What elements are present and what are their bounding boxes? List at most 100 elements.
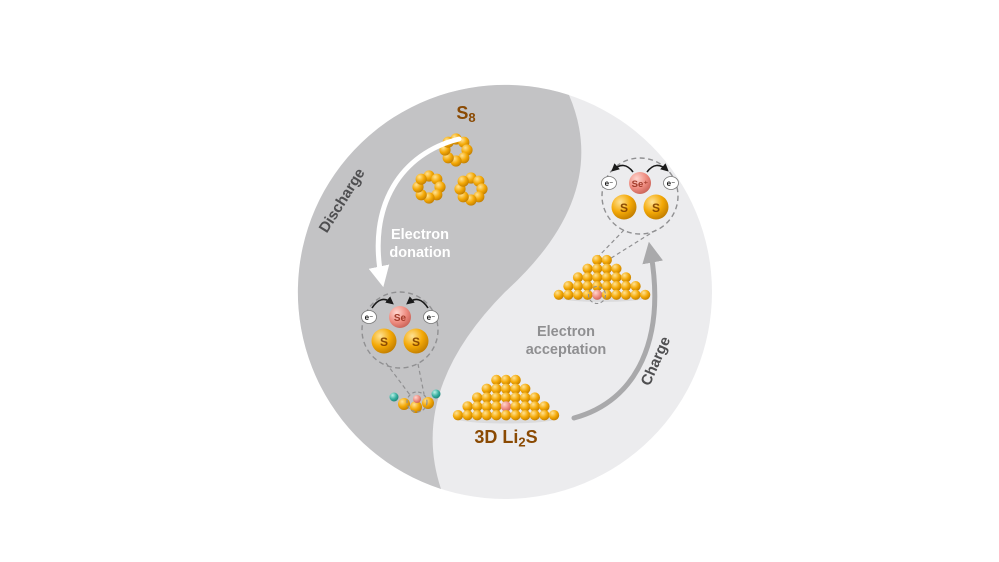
sulfide-atom: [510, 401, 521, 412]
sulfide-atom: [529, 410, 540, 421]
sulfide-atom: [611, 289, 622, 300]
sulfide-atom: [462, 401, 473, 412]
s8-label: S8: [456, 103, 475, 125]
callout-line: [417, 363, 425, 395]
sulfur-atom: [398, 398, 410, 410]
selenium-dopant-atom: [500, 401, 512, 412]
sulfide-atom: [510, 383, 521, 394]
sulfide-atom: [601, 289, 612, 300]
sulfide-atom: [520, 410, 531, 421]
sulfide-atom: [601, 281, 612, 292]
sulfur-atom: [403, 328, 429, 354]
sulfur-atom: [371, 328, 397, 354]
electron-donation-line1: Electron: [391, 227, 449, 243]
sulfide-atom: [553, 289, 564, 300]
sulfide-atom: [520, 401, 531, 412]
magnifier-circle: [361, 291, 439, 369]
sulfide-atom: [620, 272, 632, 283]
sulfide-atom: [520, 392, 531, 403]
sulfide-atom: [582, 263, 593, 274]
electron-acceptation-line1: Electron: [537, 324, 595, 340]
sulfide-atom: [582, 272, 593, 283]
sulfide-atom: [592, 281, 603, 292]
sulfide-atom: [572, 272, 584, 283]
sulfide-atom: [491, 401, 502, 412]
li2s-cluster-fragment: [389, 389, 441, 413]
lithium-atom: [389, 392, 399, 402]
electron-acceptation-line2: acceptation: [526, 342, 607, 358]
selenium-cation-label: Se⁺: [632, 179, 649, 190]
sulfide-atom: [510, 410, 521, 421]
electron-transfer-arrow-right: [406, 296, 429, 309]
sulfide-atom: [520, 383, 531, 394]
sulfur-atom: [415, 173, 427, 185]
electron-acceptation-label: Electron acceptation: [526, 324, 607, 358]
sulfur-atom: [643, 194, 669, 220]
charge-arrow: [571, 241, 664, 421]
sulfide-atom: [548, 410, 560, 421]
selenium-atom-label: Se: [394, 313, 407, 324]
s8-label-subscript: 8: [468, 110, 475, 125]
li2s-label: 3D Li2S: [474, 427, 537, 450]
highlight-circle: [587, 285, 607, 305]
sulfur-atom: [611, 194, 637, 220]
sulfide-atom: [611, 263, 622, 274]
sulfur-atom-label: S: [412, 335, 420, 349]
sulfide-atom: [529, 401, 540, 412]
sulfur-atom-label: S: [620, 201, 628, 215]
selenium-atom: [389, 306, 411, 328]
sulfide-atom: [529, 392, 540, 403]
sulfide-atom: [601, 272, 612, 283]
callout-line: [607, 229, 657, 261]
electron-label: e⁻: [667, 179, 676, 188]
sulfide-atom: [601, 254, 612, 266]
sulfide-atom: [539, 401, 550, 412]
sulfide-atom: [481, 410, 492, 421]
sulfide-atom: [592, 272, 603, 283]
sulfide-atom: [491, 410, 502, 421]
magnifier-circle: [601, 157, 679, 235]
sulfur-atom: [457, 175, 469, 187]
sulfide-atom: [563, 281, 574, 292]
li2s-pyramid-large: [452, 374, 560, 421]
electron-bubble: [423, 310, 439, 324]
sulfur-atom-label: S: [380, 335, 388, 349]
sulfide-atom: [472, 410, 483, 421]
sulfide-atom: [491, 392, 502, 403]
sulfide-atom: [481, 401, 492, 412]
electron-donation-line2: donation: [389, 245, 450, 261]
cycle-circle-dark-half: [297, 84, 582, 489]
s8-label-base: S: [456, 103, 468, 123]
sulfide-atom: [491, 383, 502, 394]
electron-transfer-arrow-left: [611, 163, 634, 173]
sulfide-atom: [620, 281, 632, 292]
li2s-label-subscript: 2: [518, 435, 525, 450]
se-s2-inset-discharge: Se S S e⁻ e⁻: [361, 291, 439, 396]
li2s-label-suffix: S: [526, 427, 538, 447]
electron-label: e⁻: [365, 313, 374, 322]
electron-bubble: [361, 310, 377, 324]
li2s-pyramid-small: [553, 254, 651, 300]
sulfide-atom: [491, 374, 502, 386]
sulfide-atom: [539, 410, 550, 421]
sulfur-atom: [422, 397, 434, 409]
sulfide-atom: [582, 289, 593, 300]
selenium-dopant-atom: [413, 395, 421, 403]
sulfide-atom: [640, 289, 651, 300]
electron-transfer-arrow-right: [646, 163, 669, 173]
sulfide-atom: [601, 263, 612, 274]
sulfide-atom: [472, 392, 483, 403]
li2s-label-base: 3D Li: [474, 427, 518, 447]
electron-donation-label: Electron donation: [389, 227, 450, 261]
sulfide-atom: [481, 392, 492, 403]
sulfide-atom: [630, 281, 641, 292]
discharge-arrow: [368, 136, 462, 288]
sulfide-atom: [452, 410, 464, 421]
se-s2-inset-charge: Se⁺ S S e⁻ e⁻: [594, 157, 679, 261]
sulfide-atom: [572, 289, 584, 300]
sulfide-atom: [500, 410, 512, 421]
sulfide-atom: [572, 281, 584, 292]
sulfide-atom: [500, 374, 512, 386]
